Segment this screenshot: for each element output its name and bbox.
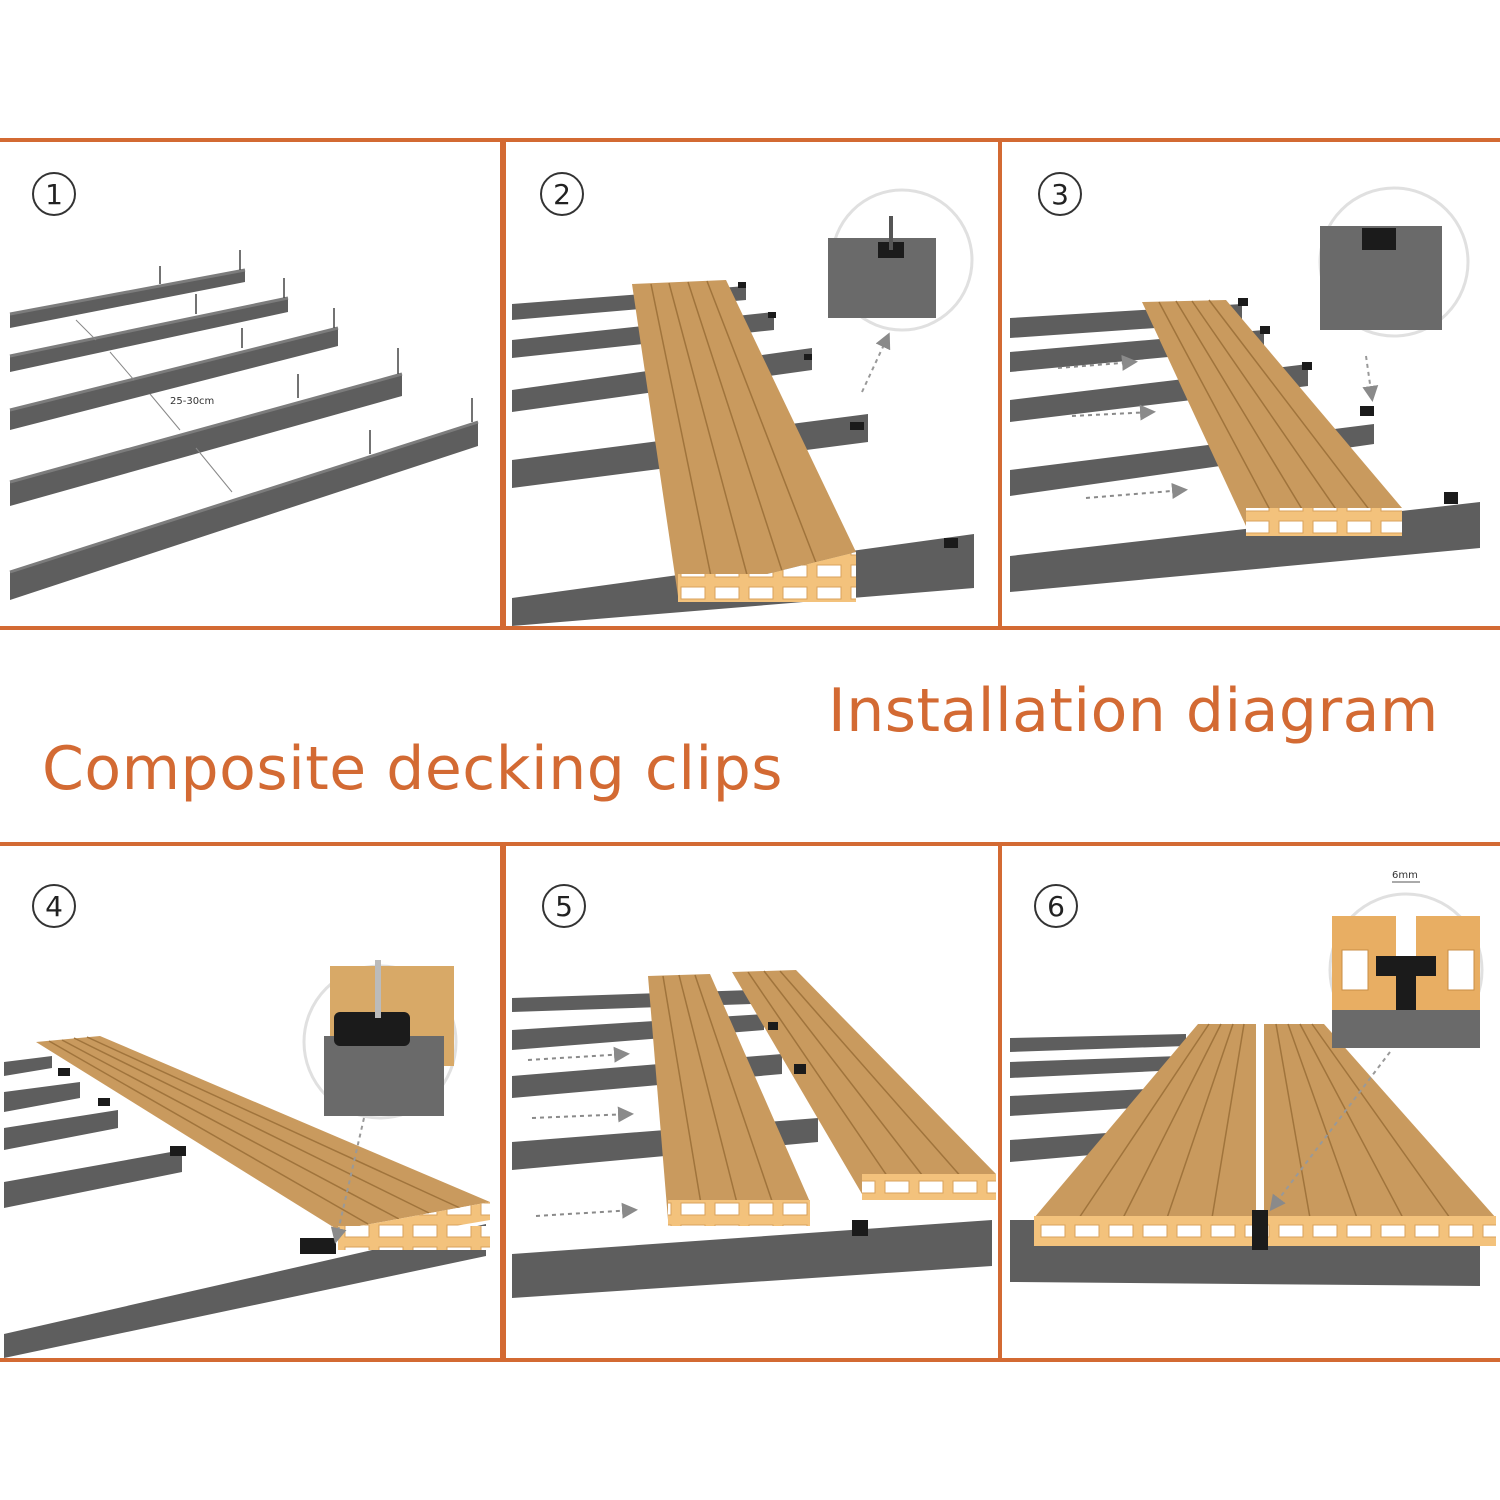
step-2-illustration	[512, 188, 974, 626]
step-3-panel: 3	[998, 138, 1500, 630]
step-2-panel: 2	[502, 138, 1002, 630]
step-3-illustration	[1010, 186, 1480, 592]
step-4-panel: 4	[0, 842, 504, 1362]
step-6-illustration: 6mm	[1010, 870, 1496, 1286]
zoom-callout	[828, 188, 974, 393]
clips	[738, 282, 958, 548]
clip	[1252, 1210, 1268, 1250]
zoom-callout	[1318, 186, 1470, 402]
step-5-panel: 5	[502, 842, 1002, 1362]
deck-board-left	[648, 974, 810, 1226]
deck-board-right	[732, 970, 996, 1200]
clips	[58, 1068, 336, 1254]
deck-board	[36, 1036, 490, 1250]
step-1-number: 1	[32, 172, 76, 216]
clips	[768, 1022, 868, 1236]
direction-arrows	[527, 1046, 638, 1219]
clips	[1238, 298, 1458, 504]
step-3-number: 3	[1038, 172, 1082, 216]
direction-arrows	[1057, 354, 1188, 499]
joists	[10, 270, 478, 600]
step-1-panel: 25-30cm 1	[0, 138, 504, 630]
step-4-number: 4	[32, 884, 76, 928]
zoom-callout: 6mm	[1269, 870, 1484, 1212]
gap-label: 6mm	[1392, 870, 1418, 881]
deck-board	[1142, 299, 1402, 536]
clips-heading: Composite decking clips	[42, 734, 784, 804]
step-4-illustration	[4, 960, 490, 1358]
step-2-number: 2	[540, 172, 584, 216]
screws	[159, 250, 473, 454]
deck-board-right	[1264, 1023, 1496, 1246]
joists	[4, 1056, 486, 1358]
deck-board-left	[1034, 1023, 1256, 1246]
dimension-arrows	[75, 319, 233, 493]
zoom-callout	[302, 960, 458, 1244]
deck-board	[632, 280, 856, 602]
joist-top-edges	[9, 268, 479, 574]
step-6-number: 6	[1034, 884, 1078, 928]
step-5-number: 5	[542, 884, 586, 928]
spacing-label: 25-30cm	[170, 396, 214, 407]
step-6-panel: 6mm 6	[998, 842, 1500, 1362]
installation-heading: Installation diagram	[828, 676, 1439, 746]
step-1-illustration: 25-30cm	[9, 250, 479, 600]
step-5-illustration	[512, 970, 996, 1298]
